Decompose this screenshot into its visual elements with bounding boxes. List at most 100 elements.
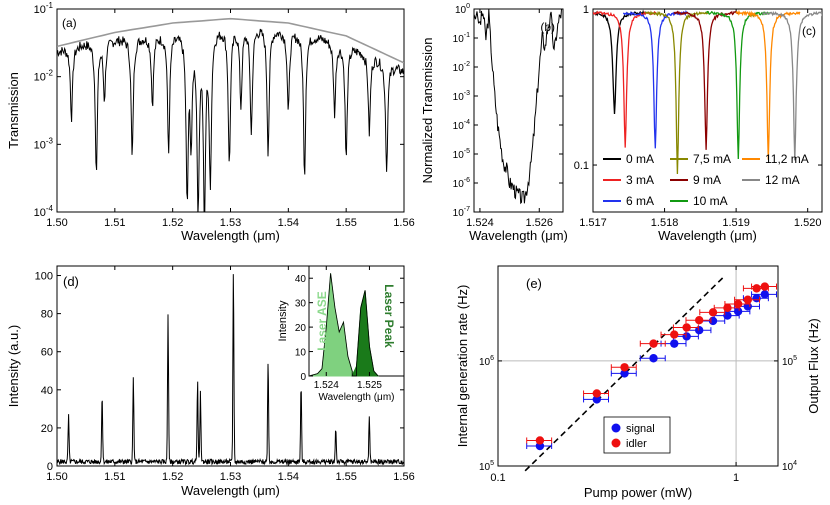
panel-c-frame [592,8,823,213]
panel-e-legend-label: idler [626,438,647,450]
panel-d-ylabel: Intensity (a.u.) [6,325,21,407]
inset-ytick-label: 30 [295,299,307,310]
inset-peak-label: Laser Peak [382,284,396,348]
panel-b-ytick-label-exponent: -6 [464,177,470,184]
inset-xlabel: Wavelength (μm) [319,392,395,403]
panel-e-signal-point [649,354,658,363]
panel-b-ytick-label-mantissa: 10 [453,179,465,190]
panel-d-xlabel: Wavelength (μm) [181,483,280,498]
panel-b-xtick-label: 1.526 [526,217,554,229]
panel-e-y2tick-label-exponent: 5 [793,355,797,362]
panel-b-ytick-label: 10-2 [453,61,470,74]
panel-c-xtick-label: 1.517 [579,217,607,229]
panel-e-y2tick-label: 105 [782,355,797,368]
panel-e-xlabel: Pump power (mW) [584,485,692,500]
panel-a-ytick-label-exponent: -2 [46,69,54,78]
panel-c-xtick-label: 1.519 [722,217,750,229]
panel-c-xlabel: Wavelength (μm) [658,228,757,243]
inset-xtick-label: 1.524 [314,380,339,391]
panel-a-envelope-line [57,17,404,64]
panel-a-xtick-label: 1.50 [46,217,67,229]
panel-e-ytick-label-exponent: 5 [490,460,494,467]
inset-ytick-label: 0 [300,372,306,383]
panel-b-ytick-label: 10-4 [453,119,470,132]
panel-d-xtick-label: 1.52 [162,471,183,483]
panel-c-xtick-label: 1.518 [651,217,679,229]
panel-e-idler-point [535,436,545,445]
panel-c-series-line [593,9,647,115]
panel-b-ytick-label-mantissa: 10 [455,5,467,16]
panel-c-series-line [761,10,822,161]
panel-b-ytick-label-mantissa: 10 [453,150,465,161]
panel-c-ytick-label: 0.1 [574,160,589,172]
panel-c-legend-label: 7,5 mA [693,152,731,166]
inset-ase-label: Laser ASE [315,291,329,351]
panel-e-legend-label: signal [626,423,655,435]
panel-d-ytick-label: 40 [41,385,53,397]
panel-a-xtick-label: 1.51 [104,217,125,229]
panel-b-ytick-label-exponent: -2 [464,61,470,68]
panel-e-idler-point [752,284,761,293]
panel-b-label: (b) [540,20,555,34]
panel-b-ytick-label-mantissa: 10 [453,92,465,103]
panel-d-spectrum-line [56,274,405,466]
panel-d-ytick-label: 20 [41,423,53,435]
panel-e-signal-point [708,316,718,326]
panel-b-ytick-label-mantissa: 10 [453,63,465,74]
panel-d-ytick-label: 80 [41,309,53,321]
panel-e-idler-point [694,315,704,325]
panel-b-ytick-label: 10-3 [453,90,470,103]
panel-d-xtick-label: 1.53 [220,471,241,483]
panel-e-idler-point [743,295,752,304]
panel-e-idler-point [708,308,718,317]
panel-a-ytick-label: 10-1 [34,1,54,16]
panel-b-frame [473,8,564,213]
panel-c-series-line [593,10,657,148]
panel-a-ytick-label: 10-2 [34,69,54,84]
panel-a-ytick-label-mantissa: 10 [34,4,46,16]
panel-a-ylabel: Transmission [6,72,21,149]
panel-a-ytick-label-exponent: -4 [46,204,54,213]
panel-a-xlabel: Wavelength (μm) [181,228,280,243]
panel-e-signal-point [620,369,629,378]
panel-b-xtick-label: 1.524 [466,217,494,229]
panel-a-ytick-label: 10-3 [34,136,54,151]
panel-e-legend-marker [611,423,621,433]
panel-e-frame [497,265,779,467]
panel-e-legend-marker [611,438,621,448]
panel-e-fit-line [524,274,726,472]
panel-a-ytick-label-exponent: -3 [46,136,54,145]
panel-c-series-line [673,10,739,150]
panel-b-ytick-label-exponent: -3 [464,90,470,97]
panel-c-series-line [623,9,688,149]
panel-d-ytick-label: 60 [41,347,53,359]
panel-a-xtick-label: 1.56 [393,217,414,229]
panel-b-ytick-label-mantissa: 10 [453,34,465,45]
panel-e-idler-point [649,339,658,348]
panel-b-ytick-label: 10-5 [453,148,470,161]
panel-a-ytick-label: 10-4 [34,204,54,219]
panel-c-series-line [644,10,710,175]
panel-e-signal-point [670,339,679,348]
panel-c-label: (c) [802,24,816,38]
panel-a-ytick-label-mantissa: 10 [34,72,46,84]
panel-b-ytick-label-exponent: -1 [464,32,470,39]
panel-e-ylabel: Internal generation rate (Hz) [455,285,470,448]
panel-e-signal-point [733,307,743,316]
inset-ytick-label: 40 [295,274,307,285]
panel-b-ytick-label: 10-7 [453,206,470,219]
panel-d-ytick-label: 0 [47,461,53,473]
panel-a-xtick-label: 1.52 [162,217,183,229]
panel-b-ytick-label: 10-1 [453,32,470,45]
panel-a-xtick-label: 1.55 [335,217,356,229]
panel-c-legend-label: 6 mA [626,194,654,208]
panel-e-ytick-label-mantissa: 10 [479,357,491,368]
panel-e-y2label: Output Flux (Hz) [806,318,821,413]
panel-e-ytick-label-exponent: 6 [490,355,494,362]
panel-b-ytick-label-exponent: 0 [466,3,470,10]
panel-e-idler-point [620,363,629,372]
panel-c-xtick-label: 1.520 [794,217,822,229]
panel-e-label: (e) [526,276,542,291]
panel-a-ytick-label-mantissa: 10 [34,139,46,151]
